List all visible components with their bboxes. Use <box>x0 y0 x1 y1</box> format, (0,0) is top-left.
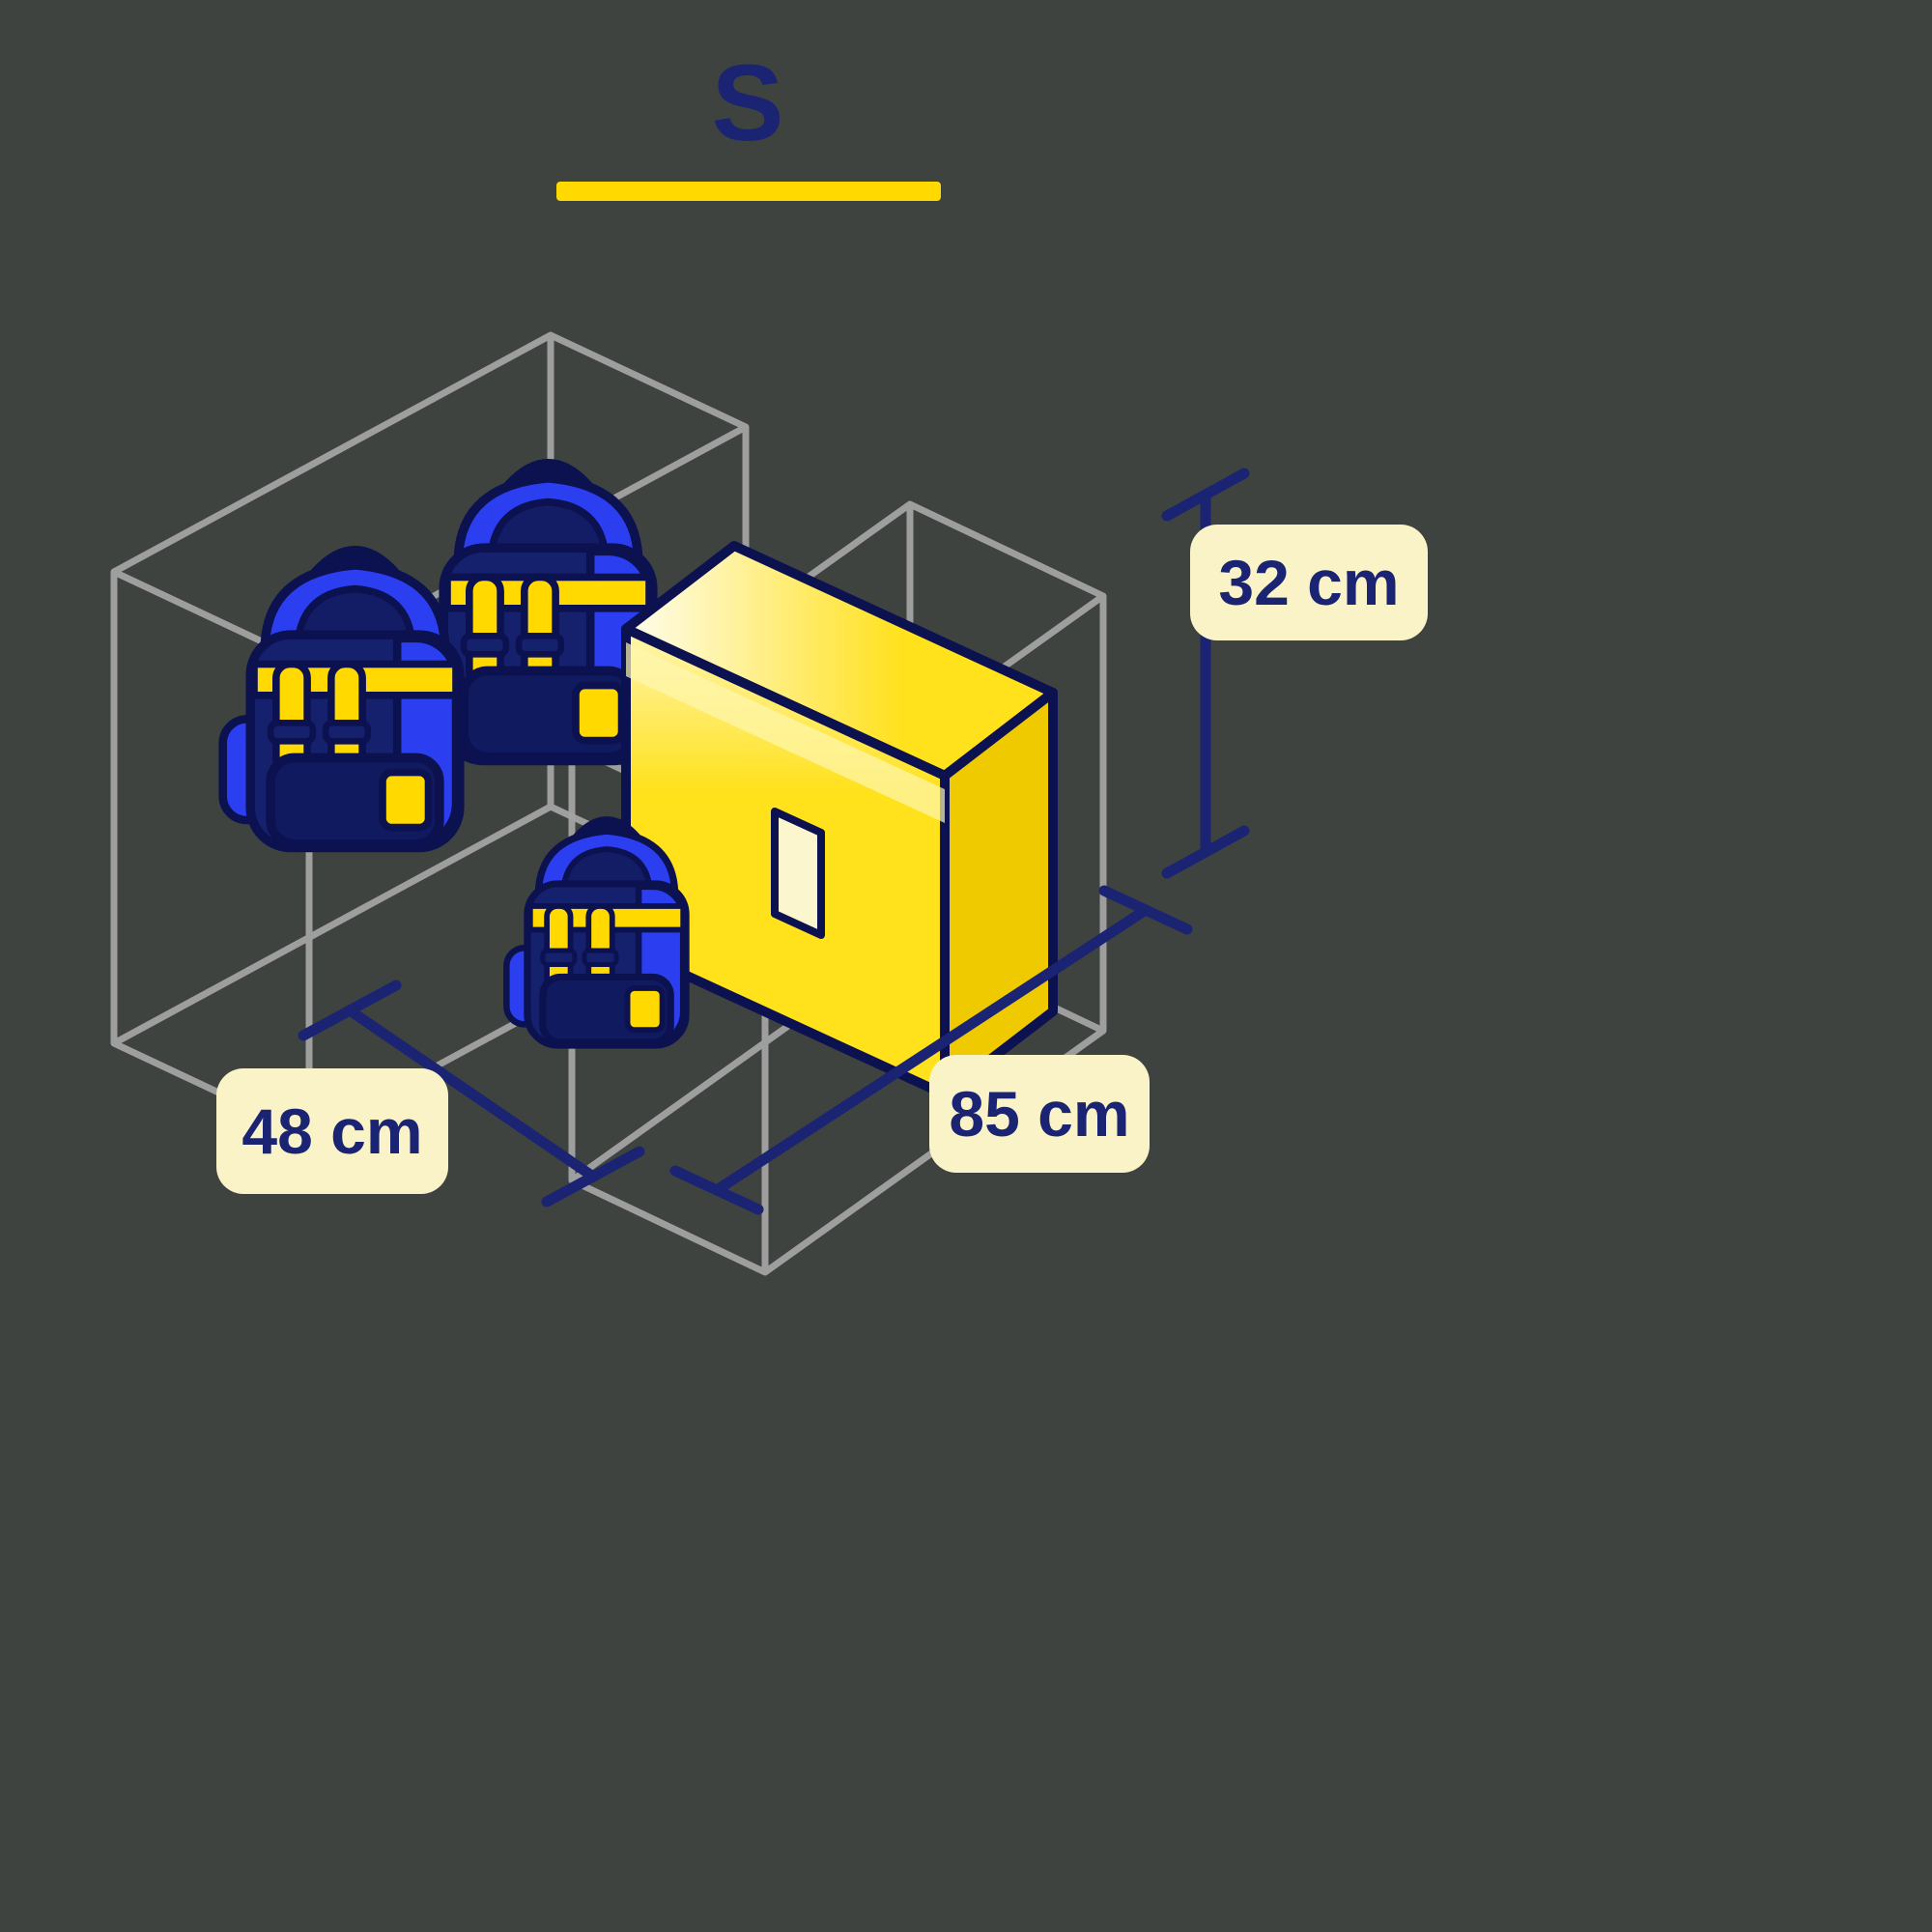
depth-dimension-label: 48 cm <box>216 1068 448 1194</box>
title-underline <box>556 182 941 201</box>
small-backpack-icon <box>506 823 686 1045</box>
depth-dimension-line <box>298 980 645 1208</box>
page-title: S <box>711 43 786 163</box>
height-dimension-label: 32 cm <box>1190 525 1428 640</box>
width-dimension-line <box>669 885 1193 1215</box>
width-dimension-label: 85 cm <box>929 1055 1150 1173</box>
box-handle-panel <box>771 808 825 939</box>
backpack-icon-front <box>223 554 460 848</box>
